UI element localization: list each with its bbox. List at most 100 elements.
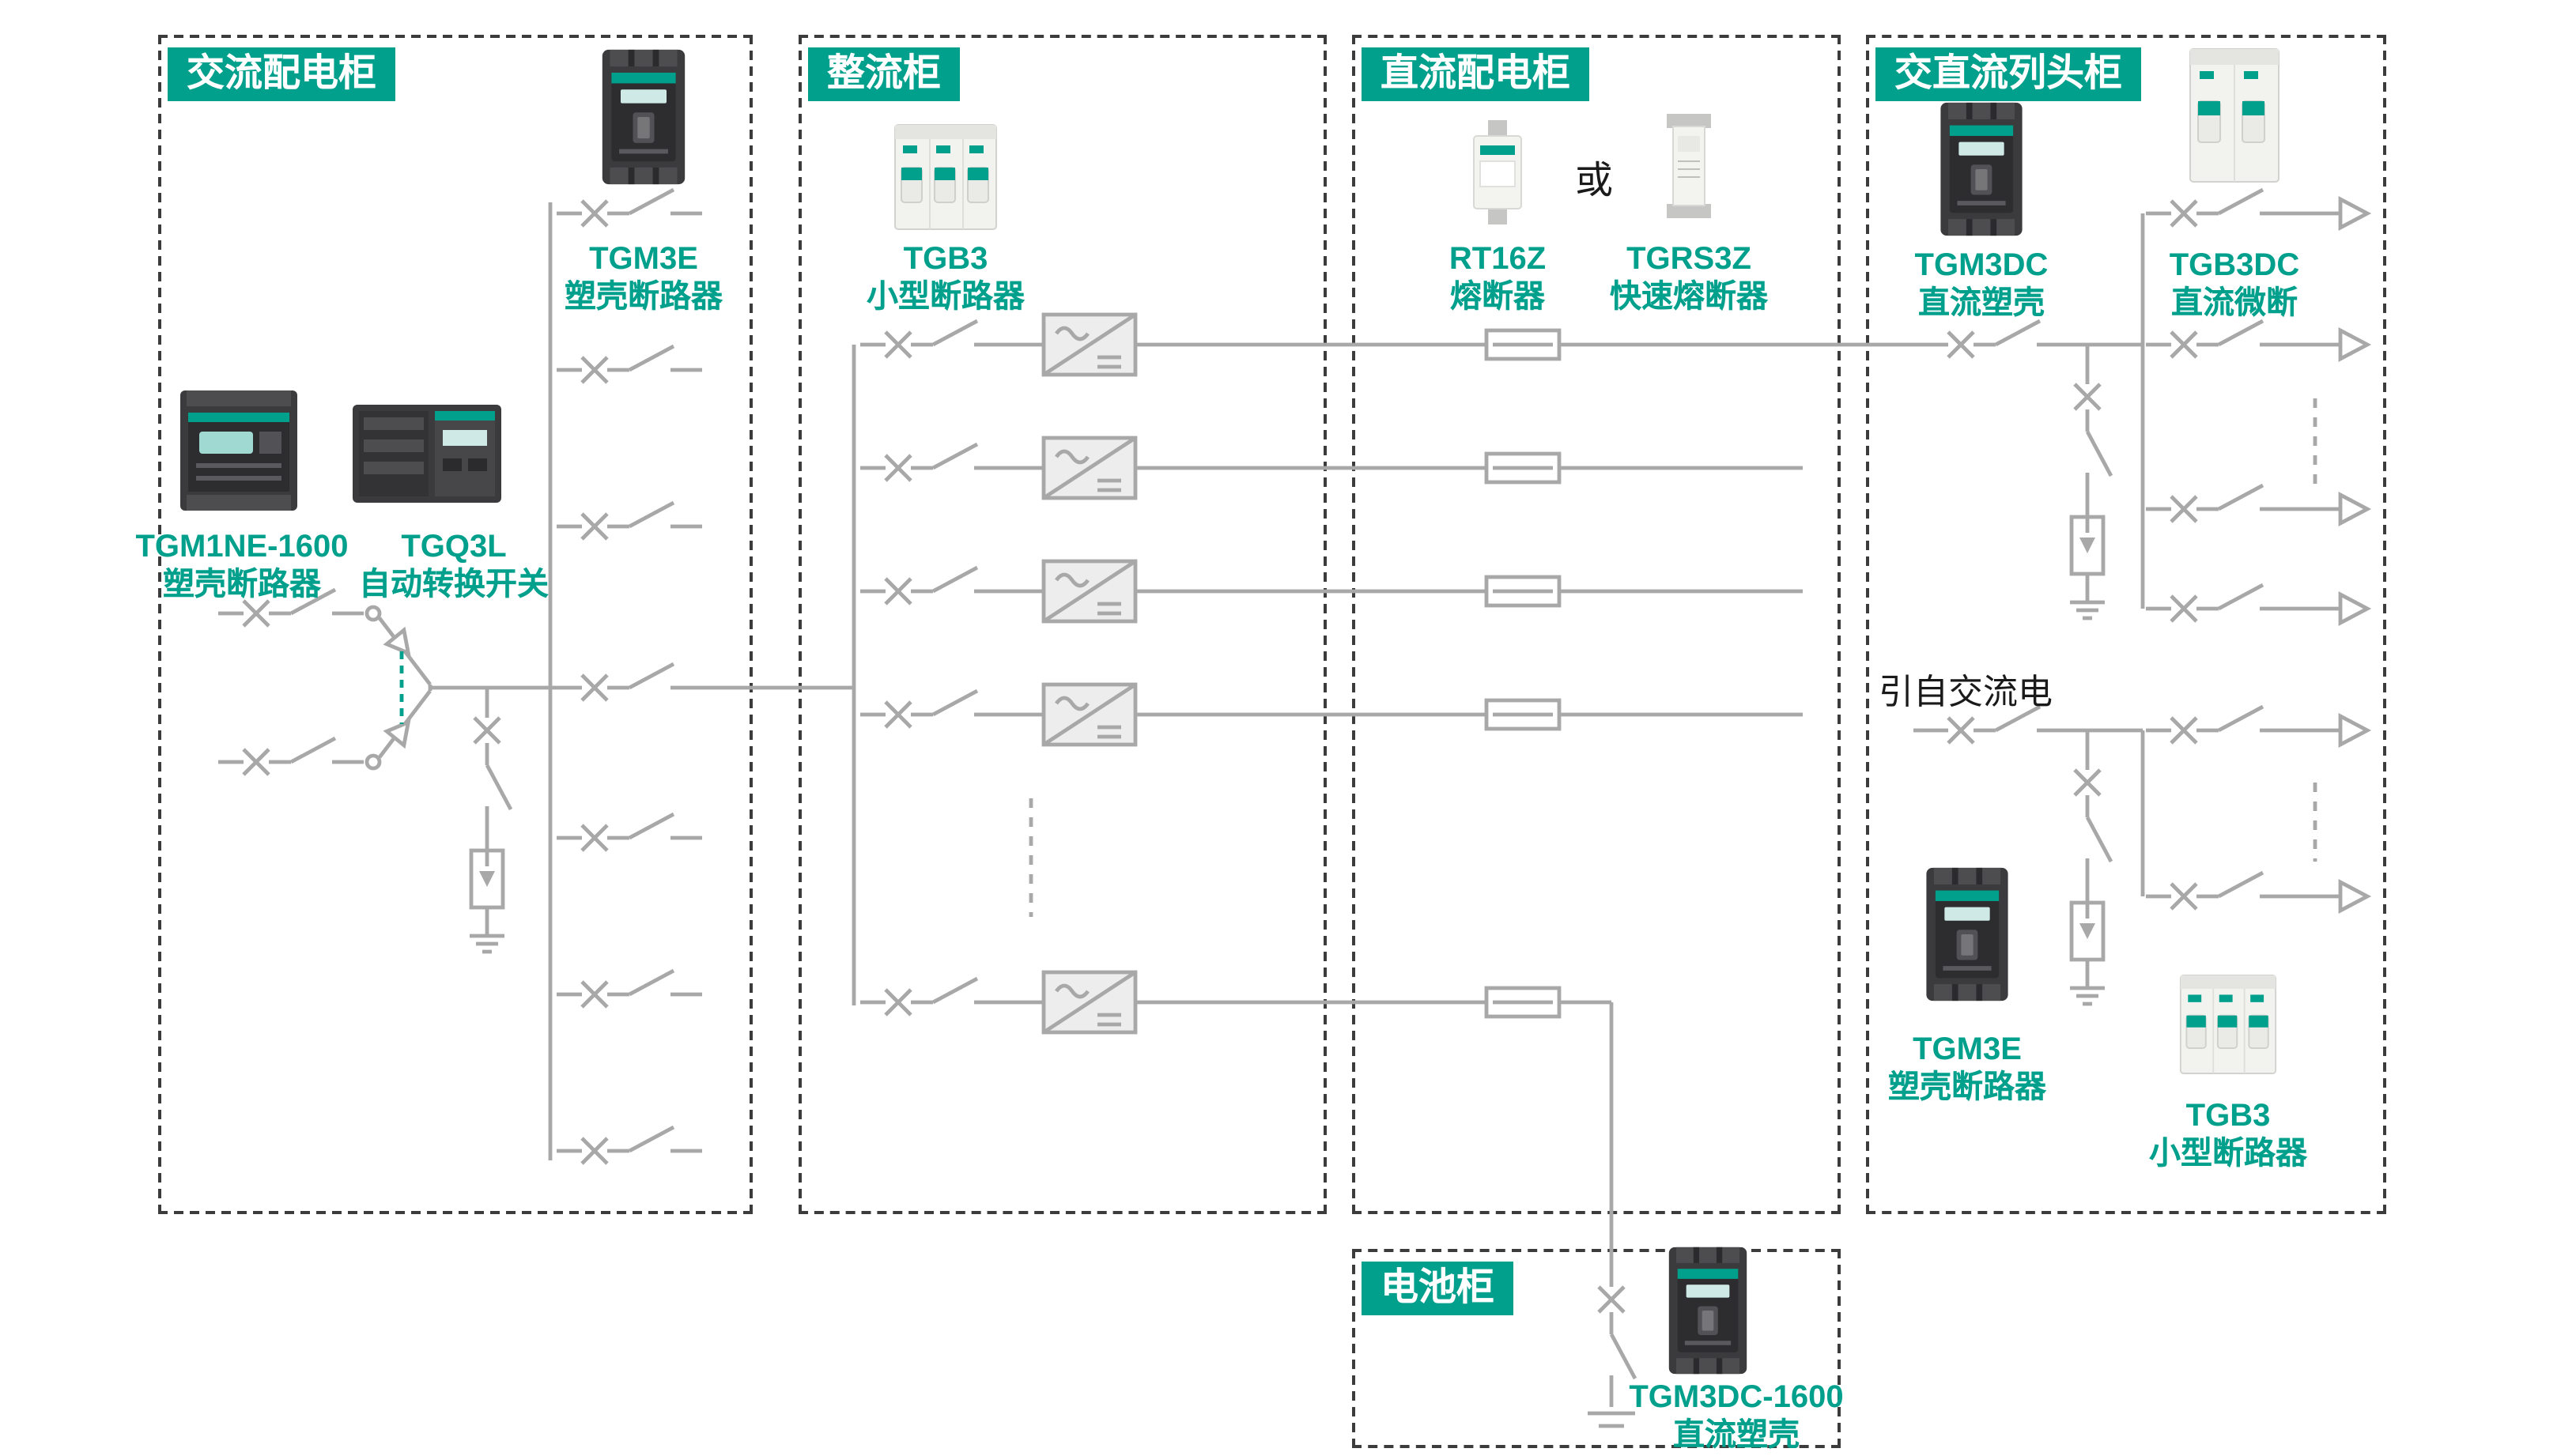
surge-arrester-symbol (2072, 504, 2103, 587)
load-arrow (2340, 594, 2367, 623)
dc-cabinet-circuit (1486, 330, 1923, 1262)
rectifier-symbol (1044, 972, 1135, 1032)
caption-tgm3dc1600: TGM3DC-1600 直流塑壳 (1610, 1379, 1863, 1454)
product-desc: 自动转换开关 (359, 568, 549, 602)
breaker-symbol (860, 444, 1006, 481)
rectifier-cabinet-circuit (852, 315, 1486, 1032)
arrester-breaker-symbol (2075, 359, 2111, 504)
ats-contact (364, 753, 382, 771)
fuse-symbol (1486, 330, 1559, 359)
load-arrow (2340, 495, 2367, 523)
product-tgrs3z-image (1657, 114, 1720, 218)
product-tgm3dc-image (1932, 101, 2030, 237)
product-tgm1ne-image (177, 387, 300, 514)
breaker-symbol (2146, 321, 2291, 357)
caption-tgb3: TGB3 小型断路器 (819, 240, 1072, 316)
incoming-breaker-symbol (218, 738, 364, 775)
product-name: TGB3 (903, 242, 988, 277)
breaker-symbol (860, 979, 1006, 1015)
load-arrow (2340, 882, 2367, 911)
caption-tgm1ne: TGM1NE-1600 塑壳断路器 (92, 528, 392, 604)
breaker-symbol (860, 691, 1006, 727)
product-desc: 直流微断 (2171, 286, 2298, 321)
cabinet-ac-box (158, 35, 753, 1214)
cabinet-label-ac: 交流配电柜 (168, 47, 395, 101)
product-name: TGM3E (589, 242, 698, 277)
breaker-symbol (860, 321, 1006, 357)
rectifier-symbol (1044, 561, 1135, 621)
breaker-symbol (557, 346, 702, 383)
breaker-symbol (557, 814, 702, 851)
product-tgm3e-image (598, 47, 689, 187)
surge-arrester-symbol (2072, 890, 2103, 972)
product-desc: 塑壳断路器 (163, 568, 321, 602)
breaker-symbol (860, 568, 1006, 604)
caption-tgm3e: TGM3E 塑壳断路器 (517, 240, 770, 316)
fuse-symbol (1486, 577, 1559, 605)
product-name: RT16Z (1449, 242, 1547, 277)
product-desc: 塑壳断路器 (1888, 1070, 2046, 1105)
caption-tgm3dc: TGM3DC 直流塑壳 (1855, 247, 2108, 323)
dc-to-battery-line (1559, 1000, 1614, 1262)
rowhead-cabinet-circuit (1913, 190, 2367, 1004)
ground-symbol (470, 920, 504, 952)
product-name: TGB3DC (2169, 248, 2300, 283)
fuse-symbol (1486, 454, 1559, 482)
product-tgq3l-image (351, 398, 503, 509)
product-desc: 小型断路器 (2149, 1137, 2307, 1171)
caption-rt16z: RT16Z 熔断器 (1387, 240, 1608, 316)
product-tgm3dc1600-image (1657, 1246, 1758, 1375)
load-arrow (2340, 199, 2367, 228)
product-desc: 小型断路器 (867, 280, 1025, 315)
caption-tgq3l: TGQ3L 自动转换开关 (327, 528, 580, 604)
product-tgm3e2-image (1921, 866, 2013, 1002)
product-rt16z-image (1463, 120, 1532, 224)
load-arrow (2340, 716, 2367, 745)
caption-tgrs3z: TGRS3Z 快速熔断器 (1578, 240, 1800, 316)
rectifier-symbol (1044, 685, 1135, 745)
caption-tgb3dc: TGB3DC 直流微断 (2108, 247, 2361, 323)
rectifier-symbol (1044, 438, 1135, 498)
surge-arrester-symbol (471, 838, 503, 920)
breaker-symbol (557, 190, 702, 226)
cabinet-label-rectifier: 整流柜 (808, 47, 960, 101)
breaker-symbol (2146, 585, 2291, 621)
product-desc: 熔断器 (1450, 280, 1545, 315)
ground-symbol (2070, 972, 2105, 1004)
breaker-symbol (2146, 873, 2291, 909)
fuse-symbol (1486, 988, 1559, 1017)
rectifier-symbol (1044, 315, 1135, 375)
product-desc: 塑壳断路器 (565, 280, 723, 315)
product-tgb3dc-image (2189, 47, 2280, 183)
product-name: TGM3DC (1914, 248, 2049, 283)
fuse-symbol (1486, 700, 1559, 729)
ac-cabinet-circuit (218, 190, 854, 1164)
cabinet-battery-box (1352, 1249, 1841, 1448)
product-desc: 直流塑壳 (1673, 1418, 1800, 1453)
breaker-symbol (2146, 190, 2291, 226)
caption-tgm3e2: TGM3E 塑壳断路器 (1841, 1031, 2094, 1107)
product-name: TGB3 (2185, 1099, 2271, 1133)
arrester-breaker-symbol (474, 692, 511, 838)
product-desc: 直流塑壳 (1918, 286, 2045, 321)
arrester-breaker-symbol (2075, 745, 2111, 890)
cabinet-label-dc: 直流配电柜 (1362, 47, 1589, 101)
breaker-symbol (1923, 321, 2068, 357)
caption-tgb32: TGB3 小型断路器 (2102, 1097, 2355, 1173)
breaker-symbol (2146, 707, 2291, 743)
ats-contact (364, 605, 382, 622)
product-name: TGRS3Z (1626, 242, 1751, 277)
breaker-symbol (557, 664, 702, 700)
cabinet-rectifier-box (799, 35, 1327, 1214)
cabinet-dc-box (1352, 35, 1841, 1214)
dc-output-lines (1559, 466, 1803, 717)
breaker-symbol (557, 1127, 702, 1164)
cabinet-label-battery: 电池柜 (1362, 1262, 1513, 1315)
product-name: TGQ3L (401, 530, 507, 564)
cabinet-rowhead-box (1866, 35, 2386, 1214)
load-arrow (2340, 330, 2367, 359)
product-name: TGM1NE-1600 (135, 530, 349, 564)
product-desc: 快速熔断器 (1610, 280, 1768, 315)
